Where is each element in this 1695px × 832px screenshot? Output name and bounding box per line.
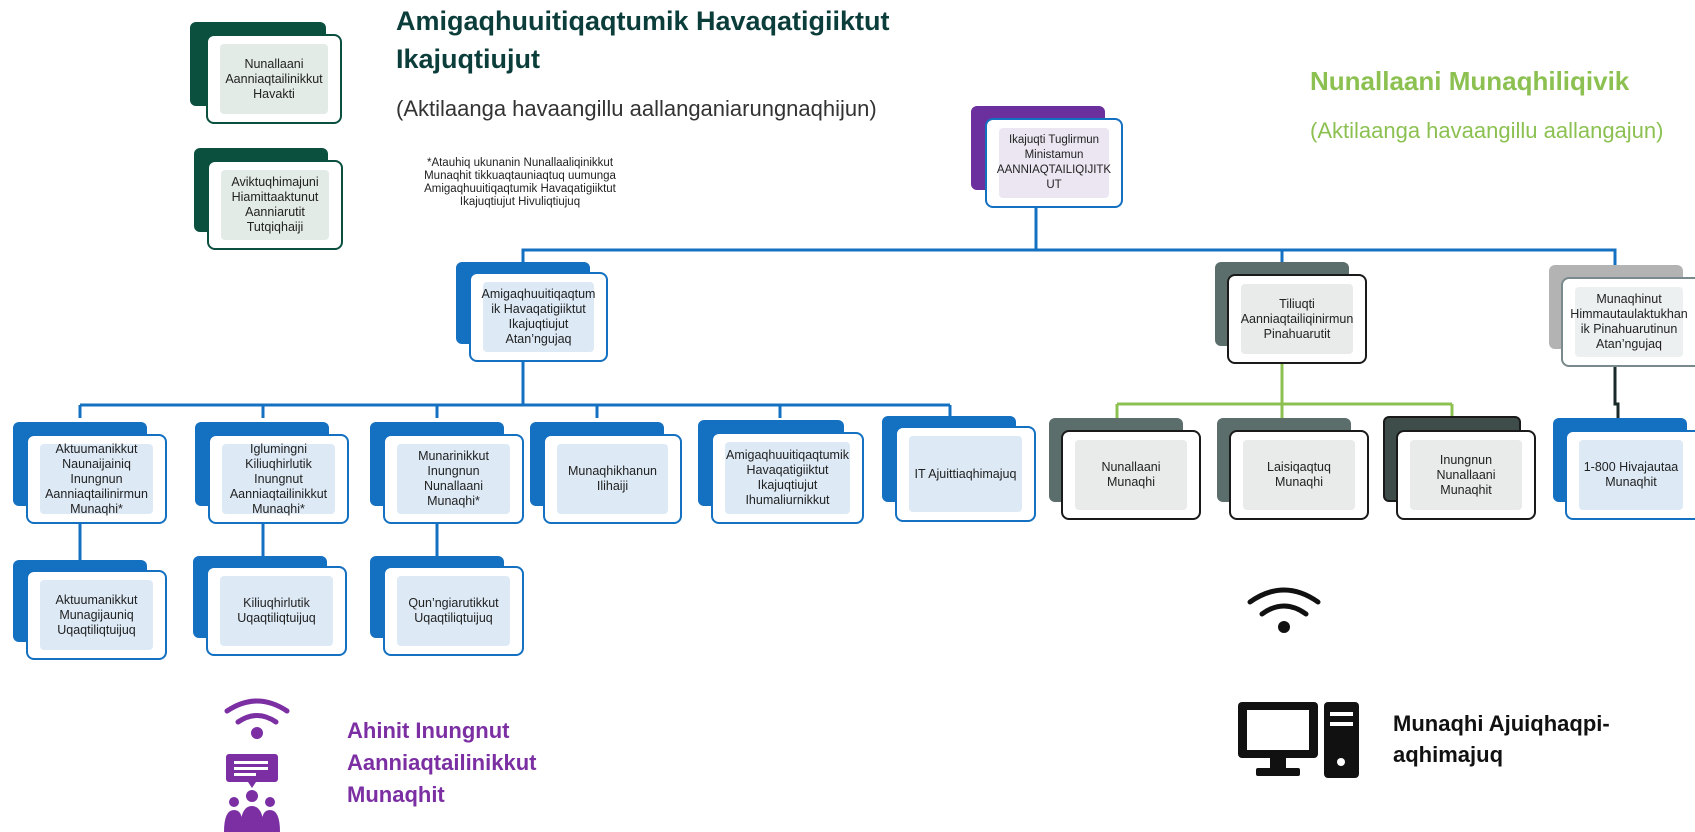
node-child-youth: Aktuumanikkut Naunaijainiq Inungnun Aann… xyxy=(13,422,167,524)
node-mh-coordinator: Qun’ngiarutikkut Uqaqtiliqtuijuq xyxy=(370,556,524,656)
node-lpn: Laisiqaqtuq Munaqhi xyxy=(1217,418,1369,520)
wifi-icon xyxy=(224,698,290,739)
node-manager: Tiliuqti Aanniaqtailiqinirmun Pinahuarut… xyxy=(1215,262,1367,364)
node-child-coordinator: Aktuumanikkut Munagijauniq Uqaqtiliqtuij… xyxy=(13,560,167,660)
node-quality: Amigaqhuuitiqaqtumik Havaqatigiiktut Ika… xyxy=(698,420,864,524)
legend-department-staff: Nunallaani Aanniaqtailinikkut Havakti xyxy=(190,22,346,126)
node-director: Amigaqhuuitiqaqtum ik Havaqatigiiktut Ik… xyxy=(456,262,608,362)
node-inuit-health: Iglumingni Kiliuqhirlutik Inungnut Aanni… xyxy=(195,422,349,524)
legend-department-staff-label: Nunallaani Aanniaqtailinikkut Havakti xyxy=(220,44,328,114)
legend-authority-staff: Aviktuqhimajuni Hiamittaaktunut Aanniaru… xyxy=(194,148,350,252)
page-subtitle: (Aktilaanga havaangillu aallanganiarungn… xyxy=(396,96,877,121)
node-health-reps: Munaqhikhanun Ilihaiji xyxy=(530,422,682,524)
wifi-icon xyxy=(1247,587,1321,633)
node-community-nurse: Nunallaani Munaqhi xyxy=(1049,418,1201,520)
node-wellness: Munaqhinut Himmautaulaktukhan ik Pinahua… xyxy=(1549,265,1695,367)
page-title: Amigaqhuuitiqaqtumik Havaqatigiiktut Ika… xyxy=(396,6,890,74)
node-telehealth: 1-800 Hivajautaa Munaqhit xyxy=(1553,418,1695,520)
bottom-left-label: Ahinit Inungnut Aanniaqtailinikkut Munaq… xyxy=(347,718,537,807)
right-section-title: Nunallaani Munaqhiliqivik xyxy=(1310,66,1630,96)
right-section-subtitle: (Aktilaanga havaangillu aallangajun) xyxy=(1310,118,1664,143)
computer-icon xyxy=(1238,702,1359,778)
node-home-care-coordinator: Kiliuqhirlutik Uqaqtiliqtuijuq xyxy=(193,556,347,656)
node-mental-health: Munarinikkut Inungnun Nunallaani Munaqhi… xyxy=(370,422,524,524)
group-chat-icon xyxy=(224,754,280,832)
legend-authority-staff-label: Aviktuqhimajuni Hiamittaaktunut Aanniaru… xyxy=(221,170,329,240)
node-minister: Ikajuqti Tuglirmun Ministamun AANNIAQTAI… xyxy=(971,106,1123,208)
node-public-health-nurse: Inungnun Nunallaani Munaqhit xyxy=(1383,416,1536,520)
bottom-right-label: Munaqhi Ajuiqhaqpi- aqhimajuq xyxy=(1393,711,1610,767)
node-it: IT Ajuittiaqhimajuq xyxy=(882,416,1036,522)
footnote: *Atauhiq ukunanin Nunallaaliqinikkut Mun… xyxy=(424,157,616,208)
